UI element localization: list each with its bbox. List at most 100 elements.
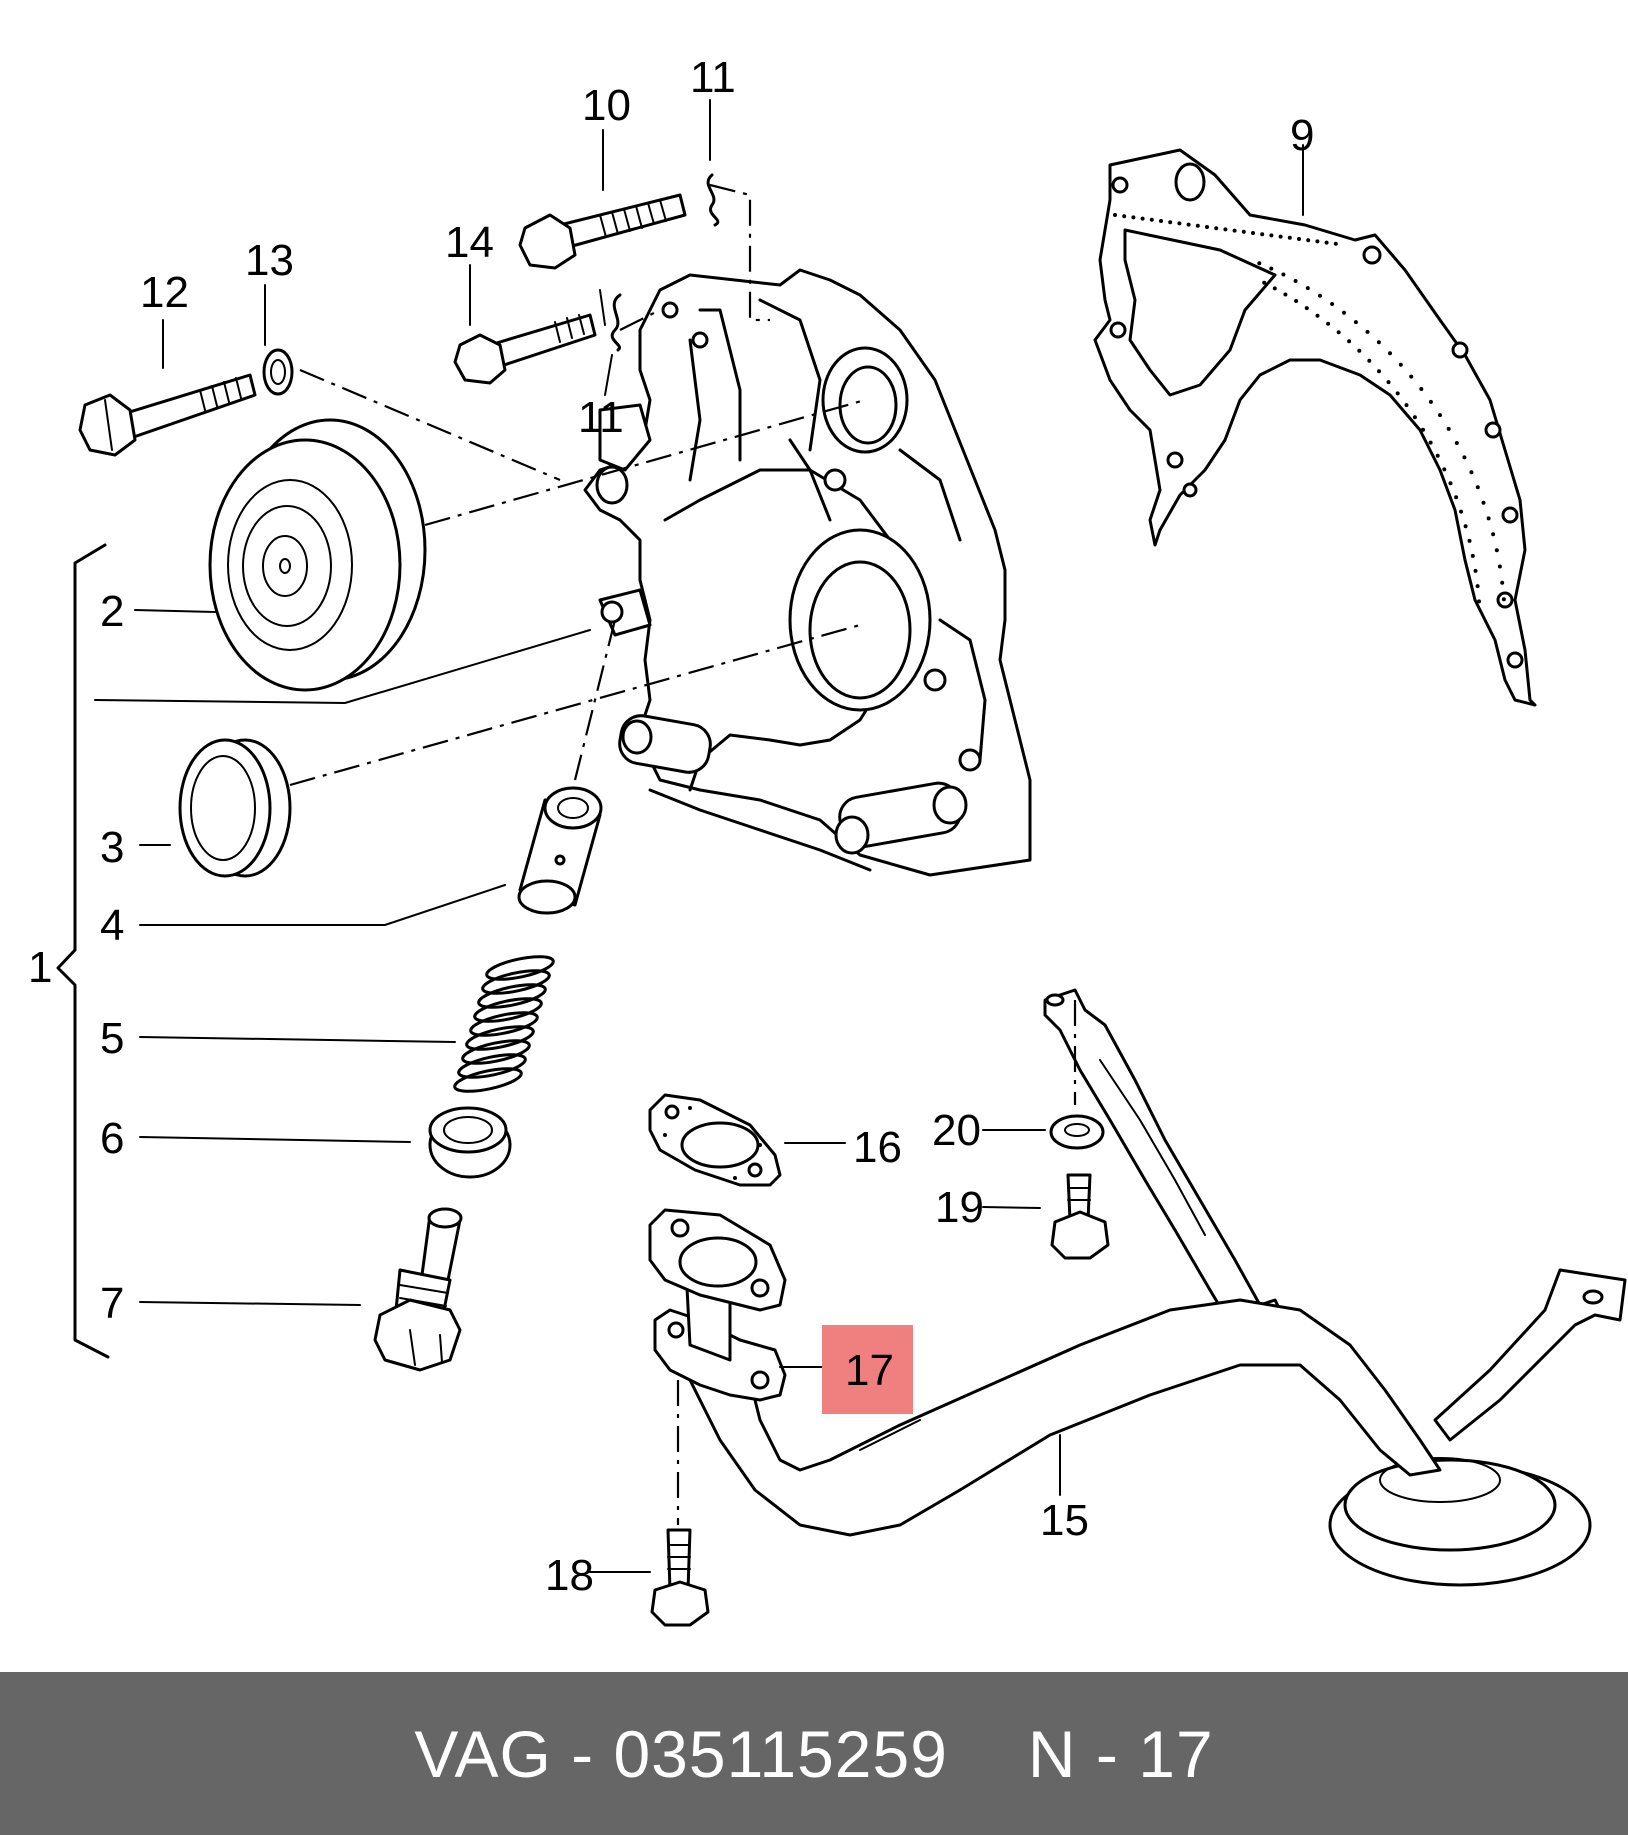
gasket-dot	[1251, 231, 1255, 235]
pulley-part-2	[208, 418, 427, 692]
gasket-dot	[1347, 339, 1352, 344]
gasket-dot	[1473, 568, 1478, 573]
callout-17: 17	[845, 1346, 894, 1395]
callout-5: 5	[100, 1014, 124, 1063]
gasket-dot	[1421, 427, 1425, 432]
gasket-dot	[1315, 239, 1320, 244]
callout-labels: 1 2 3 4 5 6 7 9 10 11 11 12 13 14 15 16 …	[28, 53, 1314, 1600]
spring-coil	[453, 1067, 523, 1093]
gasket-dot	[1454, 495, 1459, 500]
callout-11-upper: 11	[690, 53, 736, 102]
gasket-dot	[1497, 564, 1502, 569]
gasket-dot	[1404, 403, 1409, 408]
callout-14: 14	[445, 218, 494, 267]
gasket-dot	[1446, 426, 1451, 431]
gasket-dot	[1269, 233, 1274, 238]
gasket-dot	[1214, 226, 1219, 231]
gasket-dot	[1269, 266, 1274, 271]
gasket-dot	[1283, 292, 1288, 297]
callout-12: 12	[140, 268, 189, 317]
callout-9: 9	[1290, 111, 1314, 160]
gasket-dot	[1260, 232, 1265, 237]
callout-6: 6	[100, 1114, 124, 1163]
callout-7: 7	[100, 1279, 124, 1328]
gasket-part-9	[1093, 148, 1537, 707]
spring-coil	[457, 1053, 527, 1079]
gasket-dot	[1223, 227, 1228, 232]
gasket-dot	[1481, 500, 1486, 505]
gasket-dot	[1376, 340, 1381, 345]
gasket-dot	[1241, 229, 1246, 234]
gasket-dot	[1122, 214, 1127, 219]
callout-10: 10	[582, 81, 631, 130]
gasket-dot	[1281, 272, 1286, 277]
gasket-dot	[1149, 217, 1154, 222]
gasket-dot	[1113, 213, 1117, 217]
gasket-dot	[1386, 380, 1391, 385]
gasket-dot	[1467, 538, 1472, 543]
callout-16: 16	[853, 1123, 902, 1172]
gasket-dot	[1232, 228, 1237, 233]
alignment-lines	[289, 183, 1077, 1525]
gasket-dot	[1195, 223, 1200, 228]
spring-coil	[485, 955, 555, 981]
washer-part-20	[1049, 1114, 1105, 1150]
gasket-dot	[1293, 279, 1298, 283]
callout-2: 2	[100, 587, 124, 636]
gasket-dot	[1469, 470, 1474, 475]
gasket-dot	[1428, 399, 1433, 404]
callout-19: 19	[935, 1183, 984, 1232]
gasket-dot	[1305, 286, 1310, 291]
gasket-dot	[1463, 524, 1468, 529]
gasket-dot	[1326, 321, 1331, 326]
spring-coil	[477, 983, 547, 1009]
parts-diagram: 1 2 3 4 5 6 7 9 10 11 11 12 13 14 15 16 …	[28, 53, 1627, 1627]
gasket-dot	[1159, 219, 1163, 223]
gasket-dot	[1494, 548, 1499, 553]
highlight-box-17	[822, 1325, 913, 1414]
gasket-dot	[1186, 222, 1191, 227]
spring-coil	[461, 1039, 531, 1065]
gasket-dot	[1448, 481, 1453, 486]
gasket-dot	[1205, 225, 1209, 229]
footer-bar: VAG - 035115259 N - 17	[0, 1672, 1628, 1835]
diagram-position: N - 17	[1027, 1716, 1214, 1791]
gasket-dot	[1278, 234, 1283, 239]
gasket-dot	[1357, 348, 1362, 353]
bolt-part-14	[453, 313, 597, 385]
gasket-dot	[1336, 330, 1341, 335]
gasket-dot	[1377, 369, 1381, 374]
gasket-dot	[1388, 351, 1392, 356]
plug-part-7	[373, 1207, 463, 1372]
flange-part-17	[648, 1208, 787, 1402]
gasket-dot	[1365, 329, 1370, 334]
gasket-dot	[1315, 313, 1320, 318]
front-cover-housing	[583, 268, 1032, 877]
gasket-dot	[1306, 238, 1311, 243]
leader-lines	[94, 99, 1304, 1573]
oil-pickup-part-15	[658, 988, 1627, 1587]
gasket-dot	[1333, 241, 1338, 246]
bolt-part-10	[518, 193, 687, 270]
callout-11-lower: 11	[578, 393, 624, 442]
washer-part-6	[428, 1106, 512, 1179]
spring-coil	[481, 969, 551, 995]
washer-part-13	[262, 348, 294, 396]
seal-part-3	[178, 738, 292, 878]
gasket-dot	[1177, 221, 1182, 226]
spring-coil	[465, 1025, 535, 1051]
callout-4: 4	[100, 901, 124, 950]
gasket-dot	[1330, 302, 1335, 306]
gasket-dot	[1409, 374, 1414, 379]
callout-20: 20	[932, 1106, 981, 1155]
gasket-dot	[1470, 553, 1475, 558]
gasket-dot	[1318, 293, 1322, 298]
gasket-dot	[1459, 509, 1464, 514]
gasket-dot	[1419, 387, 1424, 391]
gasket-dot	[1491, 532, 1496, 537]
gasket-dot	[1475, 485, 1480, 490]
gasket-dot	[1486, 516, 1491, 521]
callout-18: 18	[545, 1551, 594, 1600]
clip-part-11-upper	[706, 173, 720, 227]
bolt-part-12	[78, 373, 257, 457]
